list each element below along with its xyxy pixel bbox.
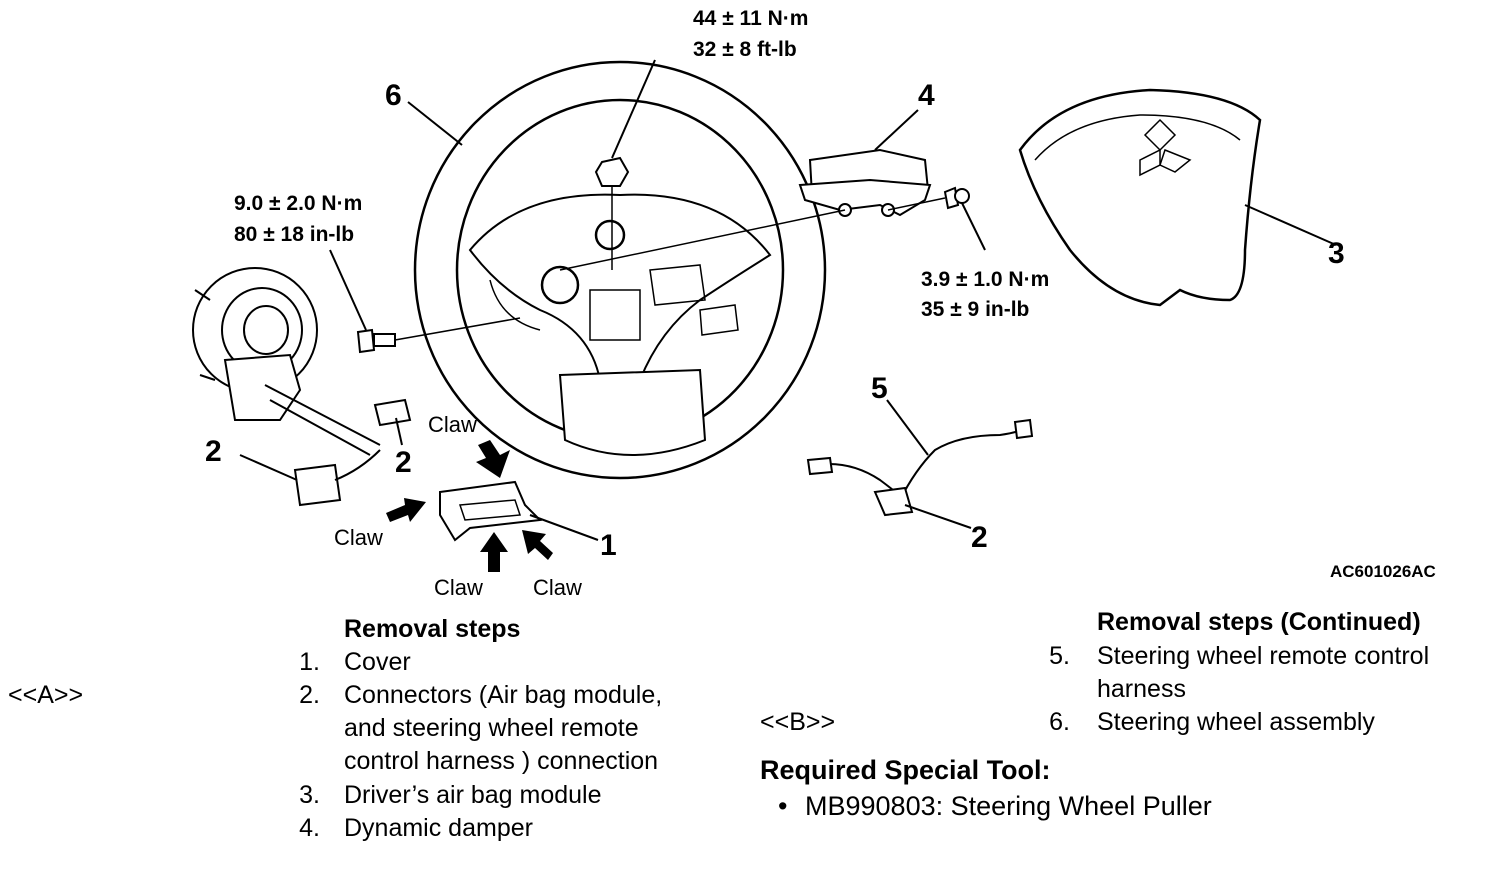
leader-lines (239, 59, 1337, 541)
step-3-number: 3. (299, 781, 320, 809)
damper-screw (943, 186, 970, 210)
callout-2-right: 2 (971, 521, 988, 554)
air-bag-module (1018, 88, 1262, 307)
step-6-text: Steering wheel assembly (1097, 708, 1375, 736)
special-tool-item: MB990803: Steering Wheel Puller (805, 791, 1212, 821)
callout-5: 5 (871, 372, 888, 405)
callout-2-left: 2 (205, 435, 222, 468)
exploded-view-diagram: 6 4 3 5 2 2 2 1 44 ± 11 N·m 32 ± 8 ft-lb… (192, 7, 1436, 600)
step-1-text: Cover (344, 648, 411, 676)
step-5-text-line1: Steering wheel remote control (1097, 642, 1430, 670)
torque-left-imperial: 80 ± 18 in-lb (234, 223, 354, 246)
step-3-text: Driver’s air bag module (344, 781, 602, 809)
special-tool-heading: Required Special Tool: (760, 755, 1051, 785)
claw-label-left: Claw (334, 525, 383, 550)
callout-4: 4 (918, 79, 935, 112)
step-2-number: 2. (299, 681, 320, 709)
marker-b: <<B>> (760, 708, 836, 736)
step-5-text-line2: harness (1097, 675, 1186, 703)
dynamic-damper (559, 148, 946, 271)
step-6-number: 6. (1049, 708, 1070, 736)
removal-steps-continued-heading: Removal steps (Continued) (1097, 608, 1421, 636)
torque-left-metric: 9.0 ± 2.0 N·m (234, 192, 362, 215)
special-tool-bullet: • (778, 791, 788, 821)
step-4-text: Dynamic damper (344, 814, 533, 842)
claw-arrow-top (476, 440, 510, 478)
step-1-number: 1. (299, 648, 320, 676)
marker-a: <<A>> (8, 681, 84, 709)
claw-label-bottom-right: Claw (533, 575, 582, 600)
torque-right-imperial: 35 ± 9 in-lb (921, 298, 1029, 321)
steering-cover (439, 480, 543, 542)
clock-spring (192, 267, 412, 507)
claw-arrow-bottom-right (522, 530, 553, 560)
figure-id: AC601026AC (1330, 562, 1436, 581)
claw-label-bottom: Claw (434, 575, 483, 600)
torque-top-metric: 44 ± 11 N·m (693, 7, 808, 30)
torque-right-metric: 3.9 ± 1.0 N·m (921, 268, 1049, 291)
steering-wheel-nut (594, 156, 630, 270)
step-4-number: 4. (299, 814, 320, 842)
step-2-text-line1: Connectors (Air bag module, (344, 681, 663, 709)
callout-1: 1 (600, 529, 617, 562)
step-2-text-line2: and steering wheel remote (344, 714, 639, 742)
claw-arrow-bottom (480, 532, 508, 572)
callout-2-middle: 2 (395, 446, 412, 479)
wheel-bolt-left (356, 317, 521, 354)
claw-label-top: Claw (428, 412, 477, 437)
step-5-number: 5. (1049, 642, 1070, 670)
removal-steps-heading: Removal steps (344, 615, 521, 643)
claw-arrow-left (386, 498, 426, 522)
callout-3: 3 (1328, 237, 1345, 270)
torque-top-imperial: 32 ± 8 ft-lb (693, 38, 797, 61)
step-2-text-line3: control harness ) connection (344, 747, 659, 775)
callout-6: 6 (385, 79, 402, 112)
remote-control-harness (806, 418, 1034, 517)
